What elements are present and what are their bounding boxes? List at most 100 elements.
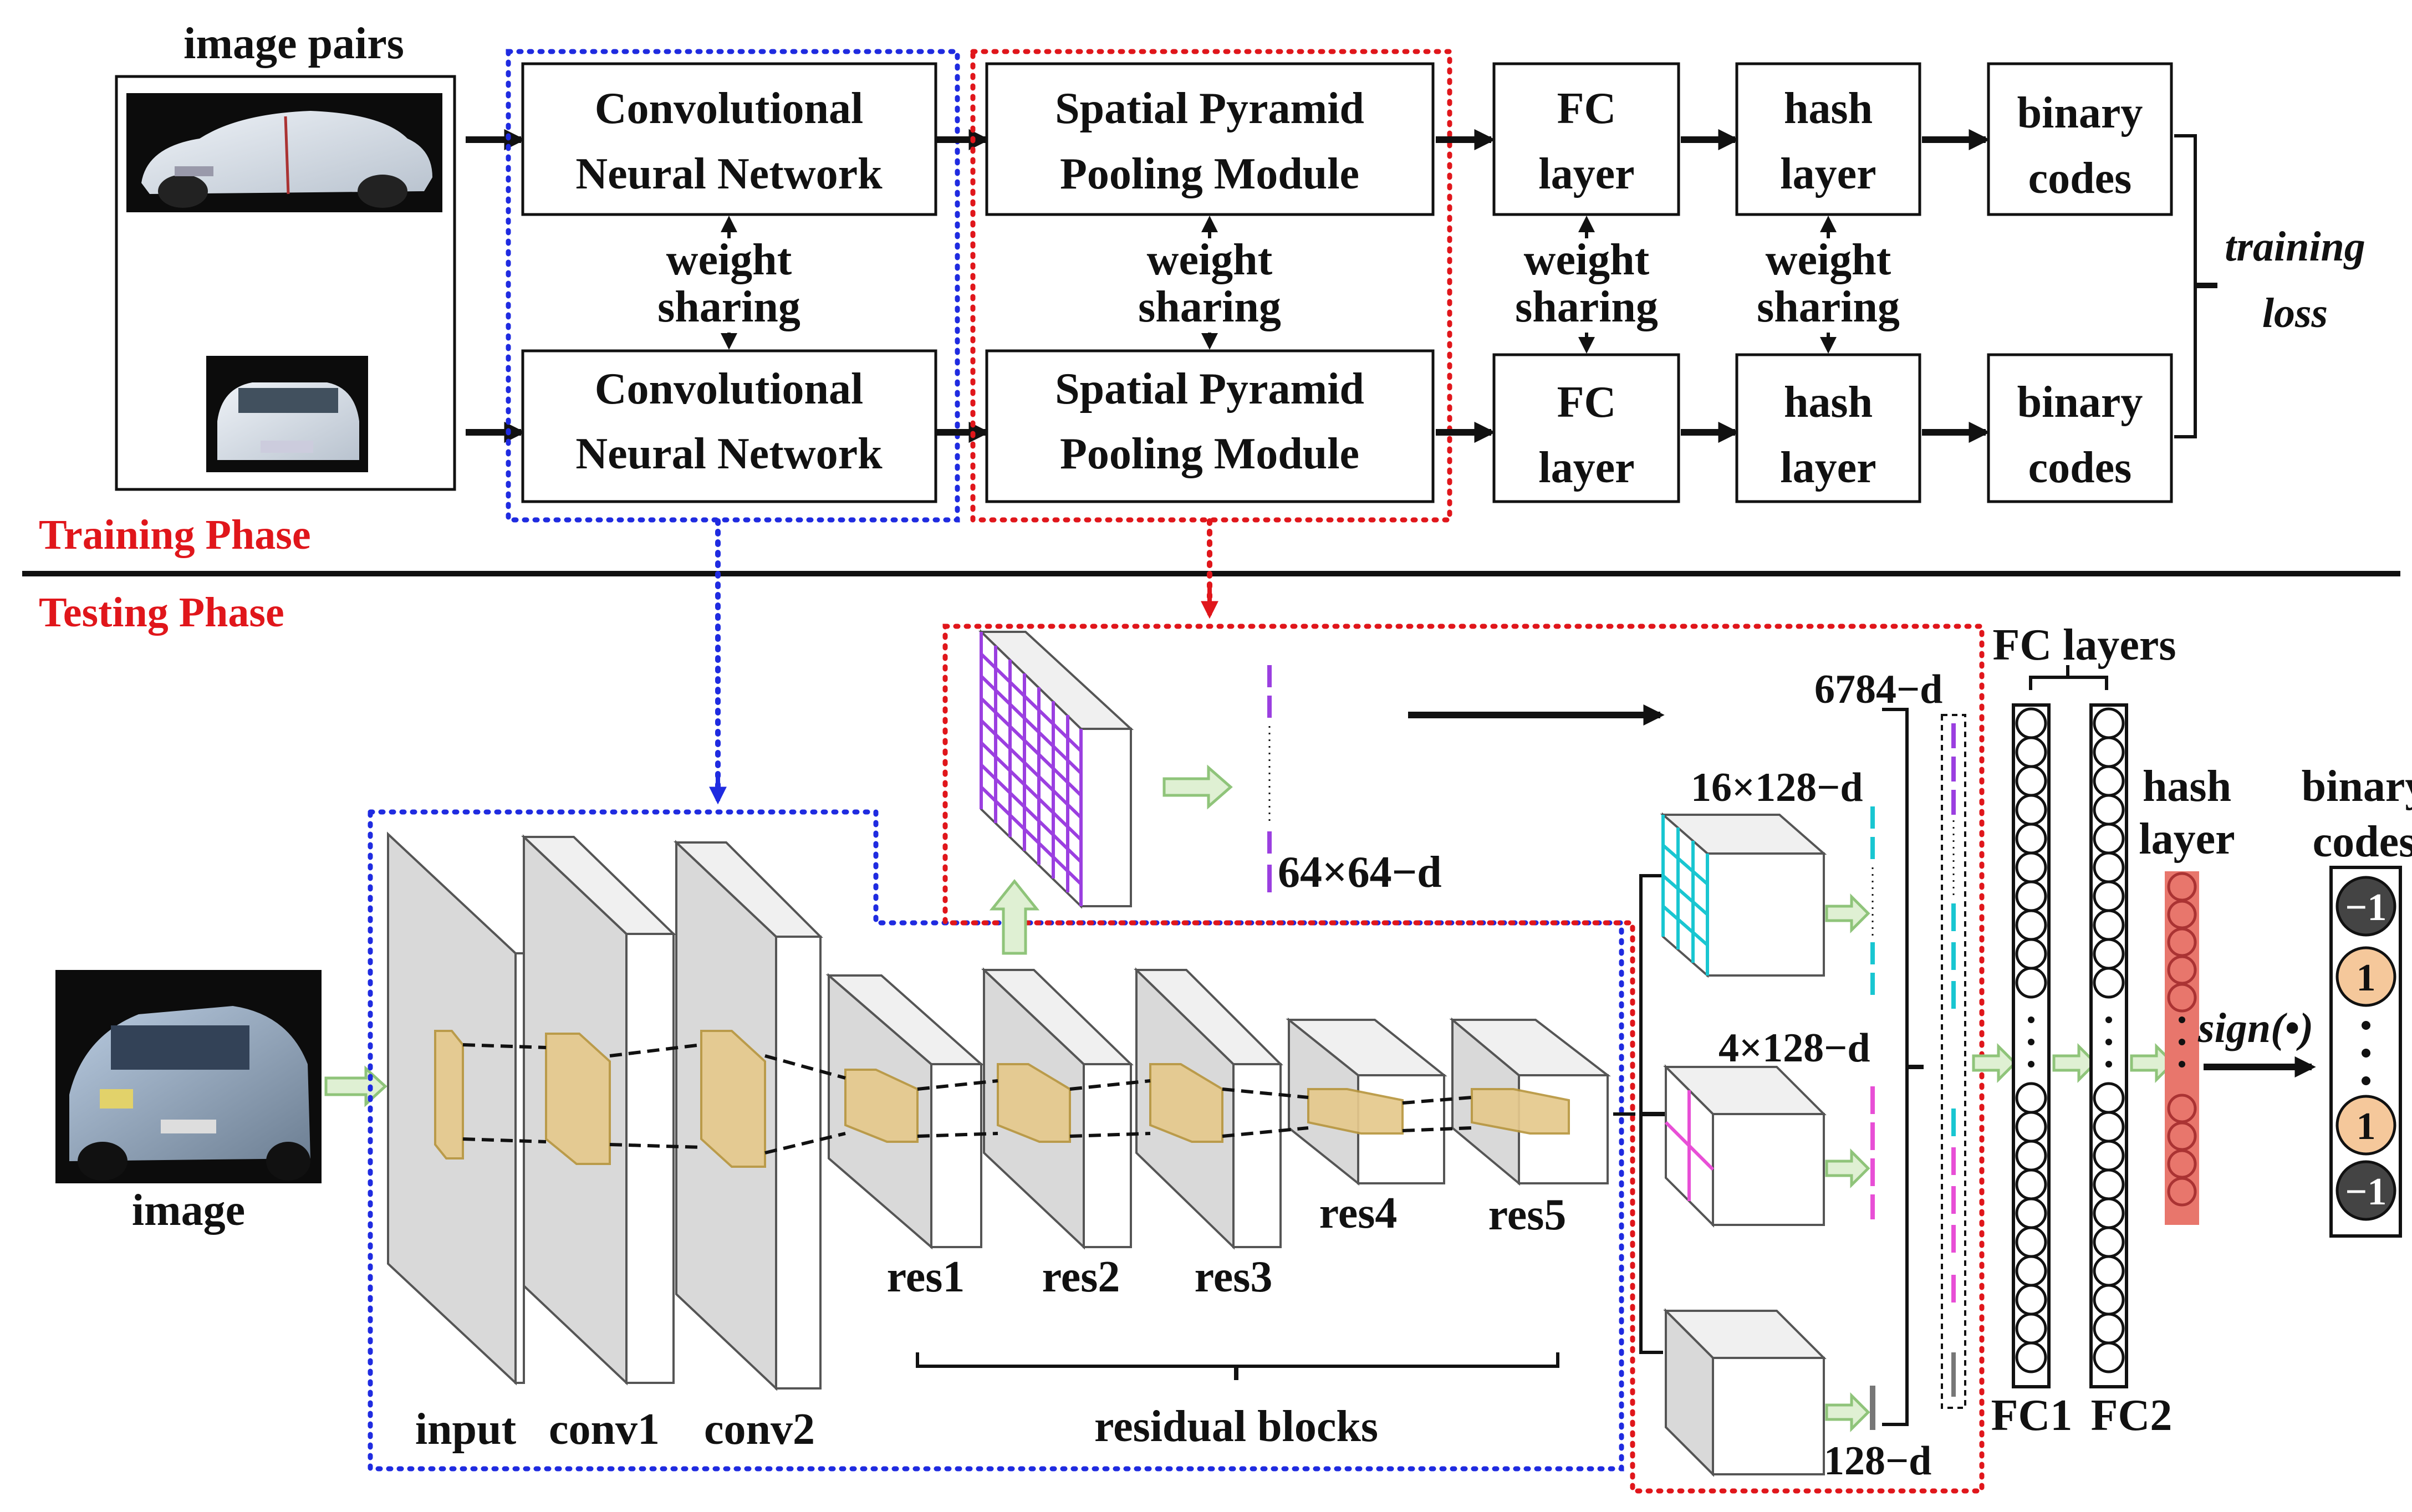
fc-bottom-line2: layer: [1538, 443, 1634, 492]
res-label-2: res2: [1042, 1253, 1120, 1301]
testing-phase: Testing Phase image: [39, 518, 2412, 1494]
dim-64x64-label: 64×64−d: [1278, 848, 1442, 897]
hash-bottom-line1: hash: [1784, 378, 1873, 427]
code-value-0: −1: [2345, 886, 2387, 929]
weight-sharing-hash-line2: sharing: [1757, 283, 1900, 331]
neuron-node: [2015, 1111, 2047, 1143]
fc-bottom-line1: FC: [1557, 378, 1617, 427]
layer-label-conv1: conv1: [549, 1405, 660, 1454]
training-phase: image pairs Convolutional Neural Network…: [39, 19, 2365, 558]
neuron-node: [2015, 707, 2047, 739]
spp-top-line1: Spatial Pyramid: [1055, 84, 1364, 133]
neuron-node: [2093, 909, 2125, 941]
pyramid-block-4: [1663, 1064, 1827, 1228]
training-loss-line2: loss: [2262, 290, 2328, 336]
hash-layer-line2: layer: [2139, 815, 2235, 864]
hash-nodes: [2167, 872, 2197, 1207]
fc1-label: FC1: [1991, 1391, 2073, 1440]
hash-top-line1: hash: [1784, 84, 1873, 133]
hash-box-bottom: [1735, 353, 1921, 503]
fc-layers-label: FC layers: [1992, 621, 2176, 670]
neuron-node: [2167, 1177, 2197, 1207]
neuron-node: [2015, 765, 2047, 797]
neuron-node: [2093, 1284, 2125, 1316]
neuron-node: [2093, 1082, 2125, 1114]
neuron-node: [2015, 880, 2047, 912]
spp-bottom-line2: Pooling Module: [1060, 430, 1359, 478]
weight-sharing-hash-line1: weight: [1766, 236, 1891, 284]
fc-box-top: [1492, 62, 1680, 216]
neuron-node: [2167, 1121, 2197, 1151]
neuron-node: [2093, 707, 2125, 739]
training-phase-label: Training Phase: [39, 512, 311, 558]
neuron-node: [2093, 938, 2125, 970]
neuron-node: [2093, 1226, 2125, 1258]
neuron-node: [2015, 1082, 2047, 1114]
neuron-node: [2015, 823, 2047, 855]
neuron-node: [2015, 1226, 2047, 1258]
neuron-node: [2093, 880, 2125, 912]
neuron-node: [2015, 1341, 2047, 1373]
weight-sharing-cnn-line1: weight: [666, 236, 792, 284]
neuron-node: [2093, 1312, 2125, 1345]
layer-label-input: input: [415, 1405, 517, 1454]
codes-box-top: [1987, 62, 2173, 216]
cnn-top-line1: Convolutional: [595, 84, 864, 133]
binary-codes-line2: codes: [2313, 818, 2412, 866]
ellipsis-dot: [2028, 1039, 2034, 1045]
cnn-bottom-line1: Convolutional: [595, 365, 864, 413]
res-label-1: res1: [887, 1253, 965, 1301]
neuron-node: [2015, 851, 2047, 883]
codes-top-line1: binary: [2017, 89, 2143, 137]
fc-top-line1: FC: [1557, 84, 1617, 133]
res-label-5: res5: [1488, 1191, 1567, 1239]
fc2-nodes: [2093, 707, 2125, 1373]
spp-bottom-line1: Spatial Pyramid: [1055, 365, 1364, 413]
spp-top-line2: Pooling Module: [1060, 150, 1359, 198]
dim-6784-label: 6784−d: [1814, 667, 1942, 712]
codes-bottom-line2: codes: [2028, 443, 2132, 492]
codes-bottom-line1: binary: [2017, 378, 2143, 427]
ellipsis-dot: [2105, 1061, 2112, 1067]
neuron-node: [2167, 900, 2197, 929]
car-image-input: [55, 970, 322, 1183]
code-value-2: 1: [2357, 1105, 2376, 1148]
neuron-node: [2093, 1111, 2125, 1143]
neuron-node: [2015, 1168, 2047, 1201]
code-value-3: −1: [2345, 1171, 2387, 1213]
neuron-node: [2093, 765, 2125, 797]
image-pairs-label: image pairs: [183, 19, 404, 68]
pyramid-block-16: [1660, 812, 1827, 978]
fc2-label: FC2: [2091, 1391, 2173, 1440]
neuron-node: [2093, 1255, 2125, 1287]
pyramid-block-1: [1663, 1308, 1827, 1477]
cnn-box-bottom: [521, 349, 937, 503]
cnn-bottom-line2: Neural Network: [575, 430, 883, 478]
car-image-top: [126, 93, 442, 212]
neuron-node: [2015, 909, 2047, 941]
res-label-4: res4: [1319, 1189, 1398, 1238]
ellipsis-dot: [2028, 1061, 2034, 1067]
dim-16x128-label: 16×128−d: [1691, 765, 1863, 810]
dim-4x128-label: 4×128−d: [1719, 1025, 1870, 1071]
neuron-node: [2093, 823, 2125, 855]
weight-sharing-cnn-line2: sharing: [657, 283, 800, 331]
neuron-node: [2093, 1168, 2125, 1201]
neuron-node: [2015, 1197, 2047, 1229]
testing-phase-label: Testing Phase: [39, 589, 284, 636]
neuron-node: [2093, 1140, 2125, 1172]
ellipsis-dot: [2179, 1016, 2185, 1023]
ellipsis-dot: [2179, 1039, 2185, 1045]
residual-blocks-label: residual blocks: [1094, 1402, 1378, 1451]
neuron-node: [2015, 967, 2047, 999]
neuron-node: [2015, 1312, 2047, 1345]
spp-testing-red-dotted: [942, 624, 1985, 1494]
fc1-nodes: [2015, 707, 2047, 1373]
neuron-node: [2015, 1255, 2047, 1287]
cnn-testing-blue-dotted: [368, 809, 1624, 1472]
neuron-node: [2015, 1284, 2047, 1316]
neuron-node: [2167, 1149, 2197, 1179]
binary-codes-line1: binary: [2302, 762, 2412, 811]
spp-box-top: [985, 62, 1435, 216]
